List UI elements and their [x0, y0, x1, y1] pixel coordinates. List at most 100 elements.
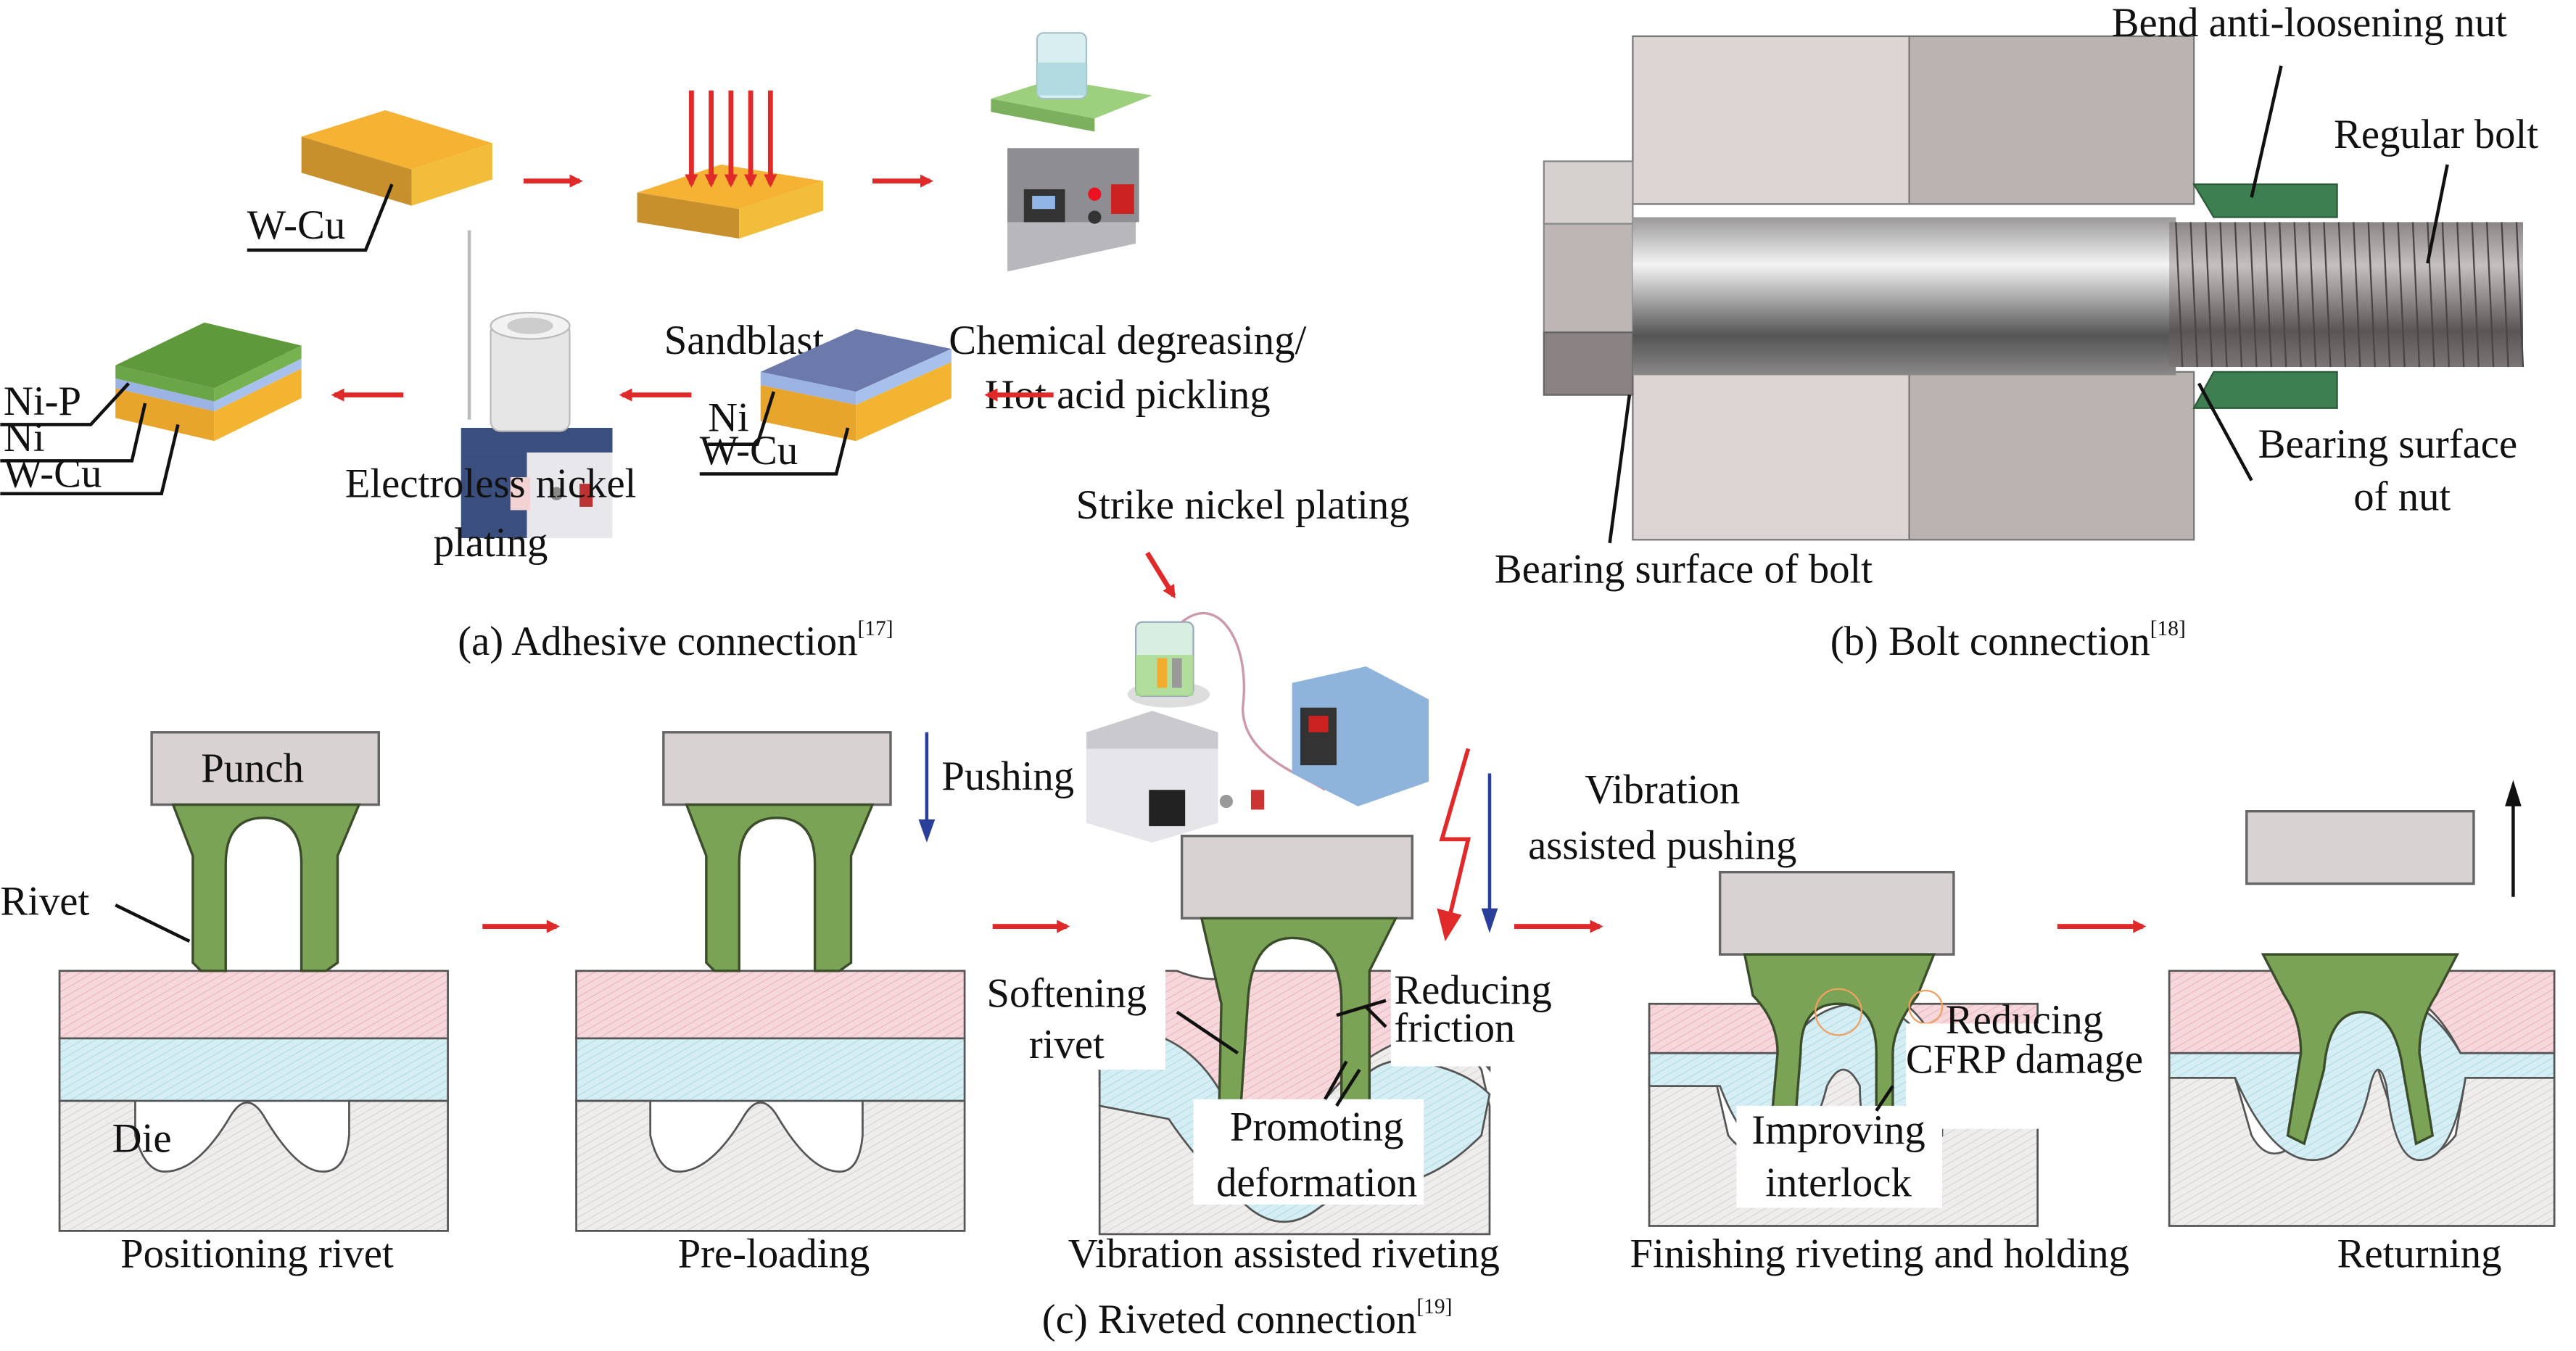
- label-nut: Bend anti-loosening nut: [2112, 0, 2507, 46]
- stage-title: Finishing riveting and holding: [1630, 1231, 2130, 1276]
- caption-c-text: (c) Riveted connection: [1042, 1297, 1417, 1342]
- label-interlock-line1: Improving: [1751, 1107, 1925, 1153]
- stage-returning: Returning: [2168, 780, 2556, 1276]
- bolt-shank: [1632, 217, 2176, 376]
- top-sheet: [575, 970, 966, 1040]
- punch: [1180, 835, 1414, 920]
- thread-crest: [2456, 222, 2465, 368]
- label-nut-bearing-line2: of nut: [2353, 474, 2451, 519]
- label-vibration-line1: Vibration: [1585, 767, 1740, 812]
- die: [575, 1099, 966, 1232]
- punch: [1718, 870, 1955, 956]
- push-arrowhead-icon: [1481, 908, 1498, 933]
- label-nut-bearing-line1: Bearing surface: [2258, 421, 2517, 467]
- ni-leader-line: [0, 402, 147, 463]
- stage-title: Returning: [2337, 1231, 2502, 1276]
- label-pushing: Pushing: [941, 753, 1074, 799]
- caption-c-ref: [19]: [1416, 1295, 1452, 1318]
- bolt-head-top: [1543, 160, 1634, 225]
- cfrp-sheet: [575, 1037, 966, 1102]
- bolt-head-mid: [1543, 223, 1634, 334]
- label-softening-line1: Softening: [987, 971, 1147, 1017]
- label-electroless-line1: Electroless nickel: [345, 460, 637, 506]
- label-softening-line2: rivet: [1029, 1022, 1105, 1067]
- friction-leader-line: [1365, 1006, 1387, 1028]
- nut-bottom: [2192, 371, 2338, 409]
- thread-crest: [2249, 222, 2258, 368]
- deformation-leader-line: [1324, 1060, 1348, 1100]
- label-friction-line2: friction: [1394, 1005, 1515, 1051]
- wcu-leader-line: [0, 424, 180, 496]
- label-wcu: W-Cu: [247, 202, 345, 248]
- thread-crest: [2515, 222, 2525, 368]
- label-ni: Ni: [4, 415, 45, 460]
- thread-crest: [2441, 222, 2451, 368]
- label-degreasing-line1: Chemical degreasing/: [949, 318, 1306, 363]
- label-bolt: Regular bolt: [2334, 112, 2538, 157]
- push-arrowhead-icon: [918, 819, 936, 843]
- label-punch: Punch: [201, 745, 304, 791]
- panel-riveted-connection: Punch Rivet Die Positioning rivet Pushin…: [0, 731, 2556, 1342]
- friction-leader-line: [1336, 999, 1387, 1017]
- interlock-leader-line: [1875, 1085, 1894, 1112]
- nut-bearing-leader-line: [2197, 382, 2253, 482]
- thread-crest: [2501, 222, 2509, 368]
- nip-leader-line: [0, 382, 131, 426]
- cfrp-sheet: [58, 1037, 449, 1102]
- bolt-thread: [2169, 222, 2524, 368]
- label-wcu: W-Cu: [700, 428, 798, 474]
- wcu-leader-line: [699, 427, 850, 476]
- thread-crest: [2175, 222, 2184, 368]
- caption-b-text: (b) Bolt connection: [1830, 619, 2150, 664]
- bolt-head-bottom: [1543, 331, 1634, 396]
- thread-crest: [2279, 222, 2287, 368]
- caption-c: (c) Riveted connection[19]: [1042, 1295, 1453, 1342]
- thread-lines: [2175, 222, 2525, 368]
- bolt-leader-line: [2426, 164, 2449, 264]
- label-electroless-line2: plating: [434, 520, 548, 566]
- thread-crest: [2337, 222, 2347, 368]
- electroless-bath-icon: [461, 230, 613, 539]
- thread-crest: [2485, 222, 2495, 368]
- thread-crest: [2219, 222, 2228, 368]
- label-friction-line1: Reducing: [1394, 967, 1551, 1013]
- wcu-block: [301, 110, 492, 206]
- ni-wcu-block: [760, 329, 951, 442]
- thread-crest: [2204, 222, 2213, 368]
- thread-crest: [2397, 222, 2406, 368]
- caption-b-ref: [18]: [2150, 617, 2186, 640]
- thread-crest: [2323, 222, 2332, 368]
- label-rivet: Rivet: [0, 879, 89, 925]
- panel-bolt-connection: Bend anti-loosening nut Regular bolt Bea…: [1495, 0, 2538, 664]
- flow-arrow: [1145, 551, 1176, 599]
- die: [58, 1099, 449, 1232]
- upper-plate-right: [1908, 35, 2195, 205]
- thread-crest: [2427, 222, 2435, 368]
- rivet: [171, 803, 361, 972]
- stage-positioning: Punch Rivet Die Positioning rivet: [0, 731, 449, 1276]
- thread-crest: [2189, 222, 2198, 368]
- label-bg: [1906, 1023, 2170, 1129]
- rivet: [685, 803, 875, 972]
- stage-title: Positioning rivet: [120, 1231, 394, 1276]
- damage-zone-icon: [1815, 988, 1862, 1036]
- label-deformation-line1: Promoting: [1230, 1104, 1404, 1150]
- label-interlock-line2: interlock: [1765, 1160, 1912, 1206]
- label-vibration-line2: assisted pushing: [1528, 823, 1796, 869]
- thread-crest: [2263, 222, 2272, 368]
- sandblast-arrows-icon: [685, 90, 777, 188]
- label-die: Die: [112, 1115, 172, 1161]
- thread-crest: [2234, 222, 2243, 368]
- label-bg: [1390, 967, 1575, 1067]
- label-bg: [967, 967, 1165, 1070]
- thread-crest: [2382, 222, 2391, 368]
- label-strike-nickel: Strike nickel plating: [1076, 482, 1410, 528]
- thread-crest: [2471, 222, 2480, 368]
- thread-crest: [2353, 222, 2361, 368]
- hot-plate-icon: [991, 32, 1152, 272]
- label-cfrp-line1: Reducing: [1946, 997, 2103, 1043]
- caption-a-ref: [17]: [857, 617, 893, 640]
- caption-a-text: (a) Adhesive connection: [458, 619, 857, 664]
- vibration-bolt-icon: [1439, 748, 1471, 922]
